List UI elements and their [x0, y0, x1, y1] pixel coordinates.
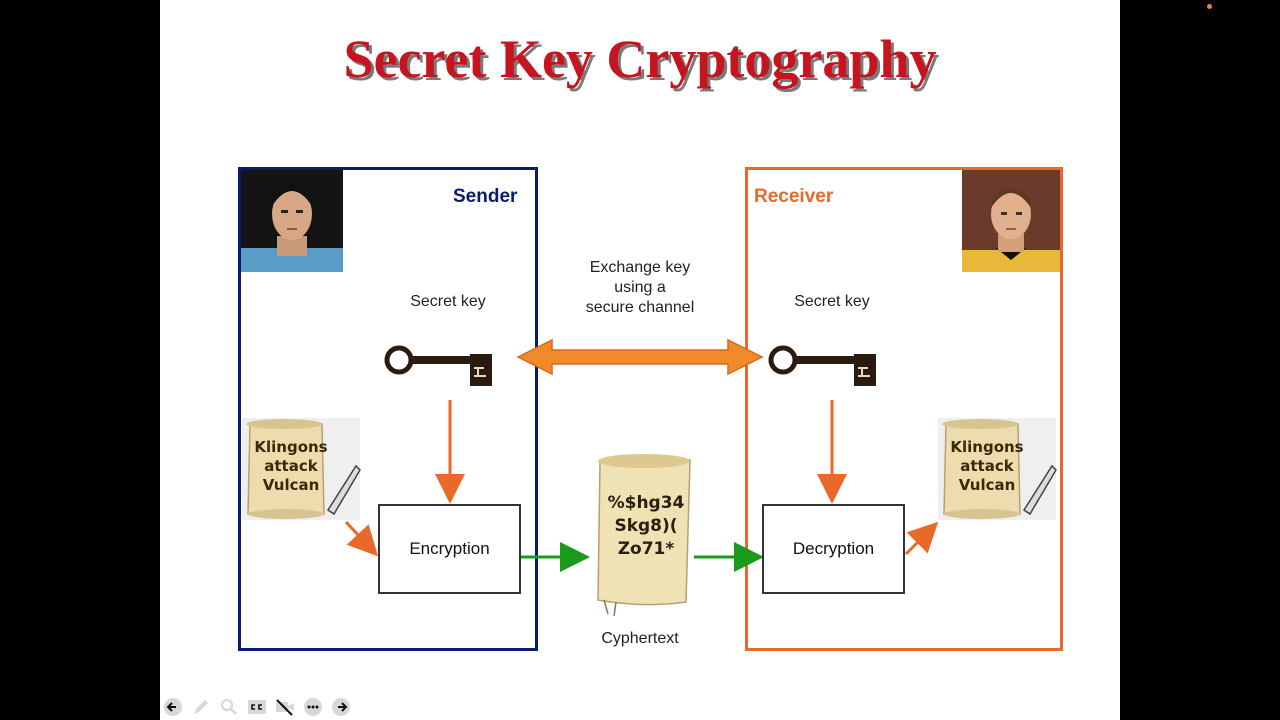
sender-message-line-1: Klingons [254, 438, 328, 456]
exchange-arrow [516, 338, 764, 376]
sender-message-line-3: Vulcan [262, 476, 320, 494]
sender-message-line-2: attack [264, 457, 318, 475]
receiver-message-line-3: Vulcan [958, 476, 1016, 494]
receiver-quill-icon [1022, 464, 1057, 516]
receiver-header: Receiver [754, 186, 834, 207]
sender-box [238, 167, 538, 651]
presentation-toolbar [162, 696, 352, 718]
sender-scroll-icon [242, 418, 361, 520]
diagram-graphics [242, 338, 1057, 617]
cipher-line-3: Zo71* [617, 539, 675, 559]
exchange-label: Exchange key using a secure channel [560, 258, 720, 318]
receiver-key-label: Secret key [794, 293, 870, 310]
receiver-portrait [962, 170, 1060, 272]
sender-header: Sender [453, 186, 518, 207]
receiver-key-icon [768, 345, 876, 386]
slide: Secret Key Cryptography Sender Receiver [160, 0, 1120, 720]
status-dot [1207, 4, 1212, 9]
receiver-message-line-2: attack [960, 457, 1014, 475]
sender-quill-icon [326, 464, 361, 516]
sender-key-label: Secret key [410, 293, 486, 310]
receiver-message: Klingons attack Vulcan [942, 438, 1032, 495]
sender-message: Klingons attack Vulcan [246, 438, 336, 495]
receiver-scroll-icon [938, 418, 1057, 520]
decryption-box: Decryption [762, 504, 905, 594]
exchange-line-2: using a [614, 279, 666, 296]
camera-off-icon[interactable] [274, 696, 296, 718]
slide-title: Secret Key Cryptography [343, 29, 937, 89]
receiver-message-line-1: Klingons [950, 438, 1024, 456]
encryption-box: Encryption [378, 504, 521, 594]
zoom-icon[interactable] [218, 696, 240, 718]
sender-portrait [241, 170, 343, 272]
plaintext-out-arrow [904, 521, 939, 556]
sender-key-icon [384, 345, 492, 386]
cipher-line-1: %$hg34 [607, 493, 685, 513]
plaintext-in-arrow [344, 520, 379, 557]
ciphertext-content: %$hg34 Skg8)( Zo71* [598, 492, 694, 561]
cipher-scroll-icon [597, 454, 691, 617]
exchange-line-1: Exchange key [589, 259, 691, 276]
back-arrow-icon[interactable] [162, 696, 184, 718]
cc-icon[interactable] [246, 696, 268, 718]
pen-icon[interactable] [190, 696, 212, 718]
cipher-line-2: Skg8)( [614, 516, 678, 536]
exchange-line-3: secure channel [585, 299, 695, 316]
receiver-box [745, 167, 1063, 651]
more-icon[interactable] [302, 696, 324, 718]
forward-arrow-icon[interactable] [330, 696, 352, 718]
ciphertext-label: Cyphertext [601, 630, 679, 647]
